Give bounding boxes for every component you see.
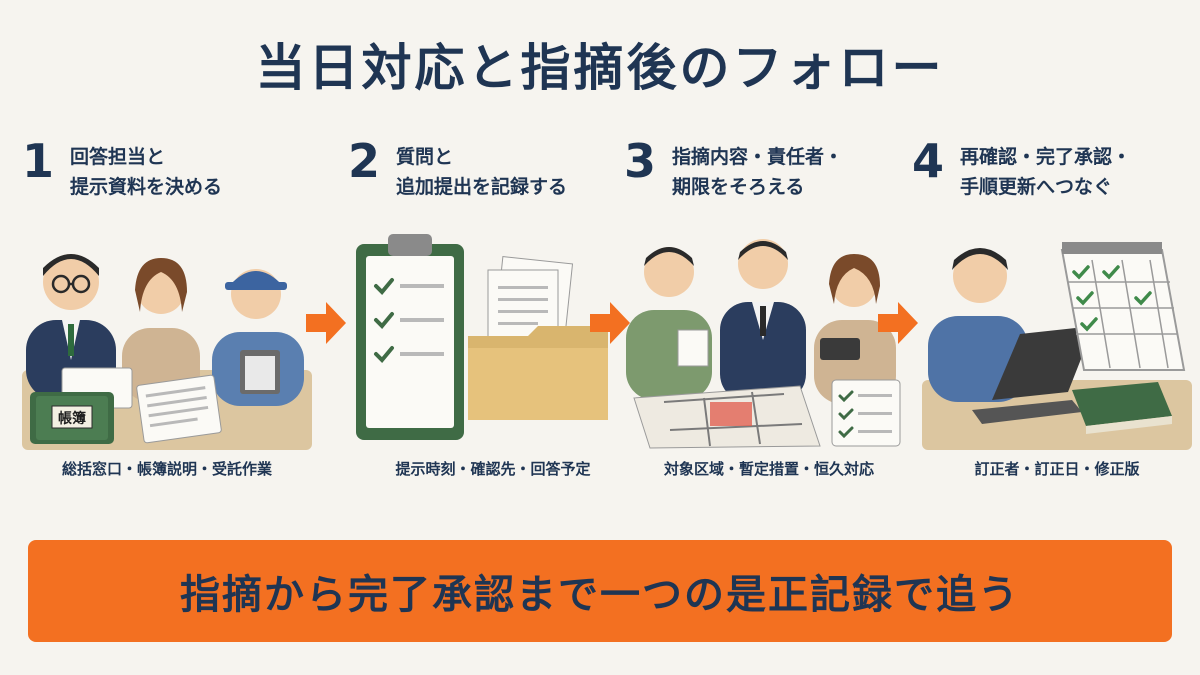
step-3-label-line-1: 指摘内容・責任者・ (672, 146, 844, 168)
right-arrow-icon (878, 302, 918, 344)
page-title: 当日対応と指摘後のフォロー (255, 39, 945, 97)
step-1: 1 回答担当と 提示資料を決める (22, 134, 312, 500)
step-3-label: 指摘内容・責任者・ 期限をそろえる (672, 142, 912, 202)
checklist-card-icon (831, 379, 901, 447)
step-3-header: 3 指摘内容・責任者・ 期限をそろえる (624, 134, 914, 210)
step-2-number: 2 (348, 134, 381, 188)
step-4-illustration-update (922, 242, 1192, 450)
step-2-caption: 提示時刻・確認先・回答予定 (395, 460, 591, 478)
book-label: 帳簿 (58, 410, 86, 427)
person-worker-icon (212, 269, 304, 406)
step-2-label-line-1: 質問と (396, 146, 454, 168)
document-folder-icon (468, 256, 608, 420)
step-2-illustration-records (356, 234, 608, 440)
step-2: 2 質問と 追加提出を記録する (348, 134, 638, 500)
step-3-caption: 対象区域・暫定措置・恒久対応 (663, 460, 874, 478)
step-4-number: 4 (912, 134, 945, 188)
step-3: 3 指摘内容・責任者・ 期限をそろえる (624, 134, 914, 500)
summary-banner: 指摘から完了承認まで一つの是正記録で追う (28, 540, 1172, 642)
right-arrow-icon (306, 302, 346, 344)
clipboard-checklist-icon (356, 234, 464, 440)
floor-plan-icon (633, 385, 821, 449)
step-3-number: 3 (624, 134, 657, 188)
summary-banner-text: 指摘から完了承認まで一つの是正記録で追う (180, 572, 1020, 618)
step-2-label-line-2: 追加提出を記録する (396, 176, 568, 198)
step-1-number: 1 (22, 134, 55, 188)
step-3-illustration-discussion (626, 239, 901, 449)
document-icon (136, 374, 222, 444)
person-worker-green-icon (626, 247, 712, 400)
step-1-caption: 総括窓口・帳簿説明・受託作業 (61, 460, 272, 478)
right-arrow-icon (590, 302, 630, 344)
laptop-icon (972, 326, 1094, 424)
step-2-header: 2 質問と 追加提出を記録する (348, 134, 638, 210)
step-1-header: 1 回答担当と 提示資料を決める (22, 134, 312, 210)
step-4-caption: 訂正者・訂正日・修正版 (974, 460, 1140, 478)
step-4-label: 再確認・完了承認・ 手順更新へつなぐ (960, 142, 1200, 202)
step-4-label-line-1: 再確認・完了承認・ (960, 146, 1132, 168)
calendar-icon (1060, 242, 1186, 371)
step-4-label-line-2: 手順更新へつなぐ (960, 176, 1113, 198)
step-3-label-line-2: 期限をそろえる (672, 176, 805, 198)
step-4: 4 再確認・完了承認・ 手順更新へつなぐ (912, 134, 1200, 500)
step-1-label: 回答担当と 提示資料を決める (70, 142, 310, 202)
step-2-label: 質問と 追加提出を記録する (396, 142, 636, 202)
step-1-label-line-1: 回答担当と (70, 146, 166, 168)
person-supervisor-icon (720, 239, 806, 402)
step-4-header: 4 再確認・完了承認・ 手順更新へつなぐ (912, 134, 1200, 210)
step-1-label-line-2: 提示資料を決める (70, 176, 223, 198)
ledger-book-icon: 帳簿 (30, 392, 114, 444)
ledger-book-icon (1072, 382, 1172, 434)
step-1-illustration-meeting: 帳簿 (22, 254, 312, 450)
